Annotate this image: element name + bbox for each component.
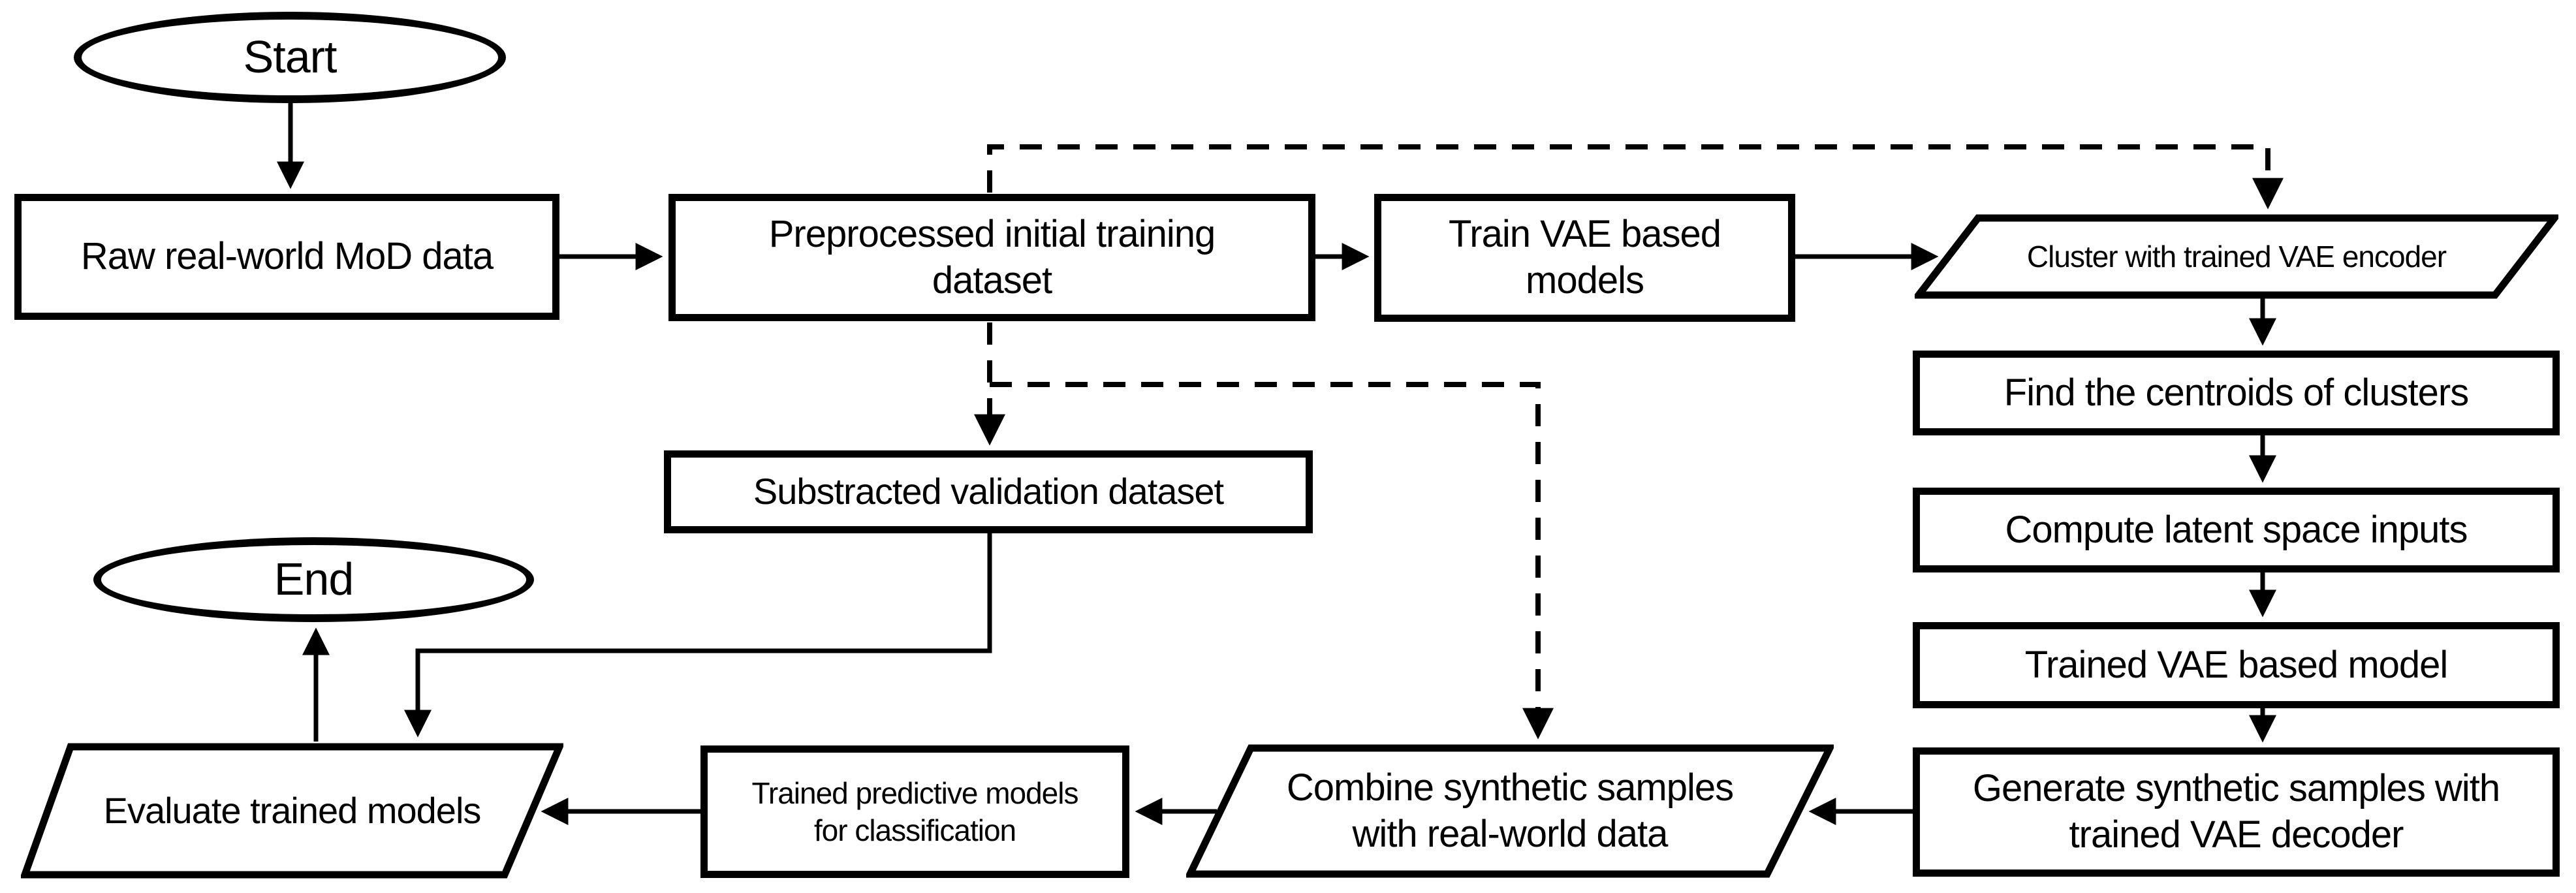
node-end-label: End: [274, 554, 354, 605]
node-cluster-encoder-label: Cluster with trained VAE encoder: [2026, 239, 2447, 274]
edge-preprocessed-cluster-dashed: [987, 144, 2284, 210]
edge-preprocessed-combine-dashed: [990, 382, 1554, 740]
node-combine-samples: Combine synthetic samples with real-worl…: [1186, 744, 1834, 878]
node-trained-vae-model-label: Trained VAE based model: [2024, 643, 2449, 686]
node-evaluate-models: Evaluate trained models: [21, 743, 563, 879]
node-compute-latent: Compute latent space inputs: [1913, 488, 2560, 572]
node-trained-vae-model: Trained VAE based model: [1913, 622, 2560, 708]
node-substracted-dataset-label: Substracted validation dataset: [753, 471, 1224, 512]
edge-substracted-evaluate: [404, 533, 992, 738]
node-start-label: Start: [243, 31, 338, 83]
node-compute-latent-label: Compute latent space inputs: [2005, 508, 2468, 551]
node-end: End: [93, 537, 534, 622]
node-raw-data-label: Raw real-world MoD data: [80, 235, 494, 278]
node-train-vae-label: Train VAE based models: [1449, 213, 1721, 302]
node-predictive-models: Trained predictive models for classifica…: [700, 745, 1129, 878]
node-preprocessed-dataset: Preprocessed initial training dataset: [668, 194, 1315, 321]
parallelogram-shape: [21, 743, 563, 879]
node-generate-samples: Generate synthetic samples with trained …: [1913, 747, 2560, 877]
node-evaluate-models-label: Evaluate trained models: [103, 789, 482, 831]
node-raw-data: Raw real-world MoD data: [14, 194, 559, 320]
parallelogram-shape: [1186, 744, 1834, 878]
node-cluster-encoder: Cluster with trained VAE encoder: [1915, 214, 2558, 299]
node-find-centroids: Find the centroids of clusters: [1913, 351, 2560, 435]
node-combine-samples-label: Combine synthetic samples with real-worl…: [1286, 766, 1734, 855]
node-substracted-dataset: Substracted validation dataset: [664, 450, 1313, 533]
node-preprocessed-dataset-label: Preprocessed initial training dataset: [768, 212, 1216, 302]
node-generate-samples-label: Generate synthetic samples with trained …: [1972, 767, 2500, 856]
node-find-centroids-label: Find the centroids of clusters: [2003, 371, 2469, 414]
node-start: Start: [74, 12, 506, 103]
node-predictive-models-label: Trained predictive models for classifica…: [751, 776, 1079, 847]
node-train-vae: Train VAE based models: [1374, 194, 1795, 322]
